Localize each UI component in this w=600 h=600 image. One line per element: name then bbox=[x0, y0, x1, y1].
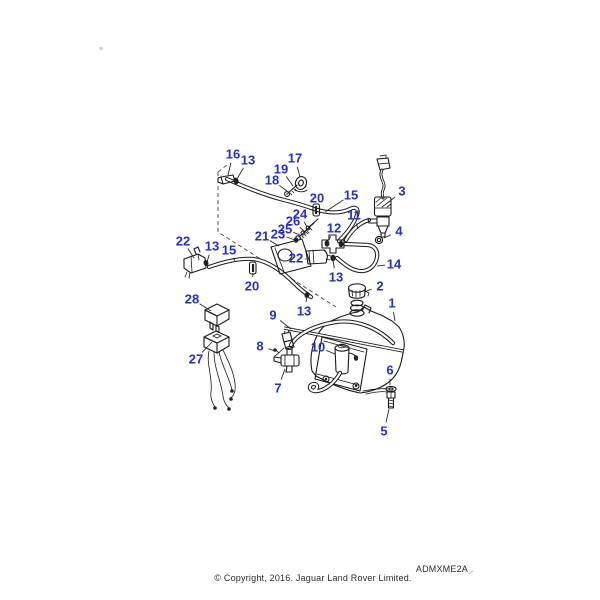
callout-18: 18 bbox=[265, 173, 279, 188]
callout-leader bbox=[206, 254, 210, 263]
valve-assembly bbox=[273, 329, 300, 373]
callout-leader bbox=[388, 196, 396, 203]
callout-leader bbox=[285, 176, 294, 187]
washer-jet-front bbox=[217, 174, 239, 185]
callout-leader bbox=[324, 199, 344, 213]
callout-22: 22 bbox=[176, 234, 190, 249]
callout-leader bbox=[363, 288, 372, 293]
callout-13: 13 bbox=[329, 270, 343, 285]
callout-19: 19 bbox=[274, 162, 288, 177]
washer-and-bolt bbox=[385, 385, 397, 409]
hose-clip-lower bbox=[248, 261, 257, 275]
callout-8: 8 bbox=[256, 339, 263, 354]
callout-20: 20 bbox=[310, 191, 324, 206]
callout-14: 14 bbox=[387, 257, 402, 272]
relay bbox=[204, 303, 230, 333]
callout-leader bbox=[296, 166, 301, 178]
callout-leader bbox=[227, 162, 232, 176]
phantom-panel-outline bbox=[217, 164, 337, 308]
reservoir-pump bbox=[334, 343, 359, 375]
callout-11: 11 bbox=[347, 208, 361, 223]
callout-leader bbox=[232, 257, 236, 262]
relay-socket bbox=[203, 330, 236, 411]
callout-leader bbox=[268, 348, 276, 352]
callout-leader bbox=[299, 226, 305, 232]
filler-cap bbox=[347, 283, 370, 317]
callout-21: 21 bbox=[255, 229, 269, 244]
callout-15: 15 bbox=[344, 188, 358, 203]
callout-leader bbox=[236, 167, 244, 180]
callout-leader bbox=[332, 260, 335, 269]
callout-7: 7 bbox=[274, 381, 281, 396]
jet-bracket bbox=[270, 218, 319, 275]
diagram-code: ADMXME2A bbox=[415, 564, 468, 574]
callout-13: 13 bbox=[297, 304, 311, 319]
callout-22: 22 bbox=[289, 251, 303, 266]
callout-9: 9 bbox=[269, 308, 276, 323]
callout-10: 10 bbox=[311, 340, 325, 355]
callout-leader bbox=[356, 223, 359, 230]
callout-leader bbox=[305, 296, 308, 303]
stray-print-mark bbox=[99, 47, 103, 50]
callout-28: 28 bbox=[185, 292, 199, 307]
callout-leader bbox=[393, 311, 396, 322]
washer-jet-centre bbox=[305, 249, 336, 265]
callout-13: 13 bbox=[241, 153, 255, 168]
washer-jet-left bbox=[183, 246, 310, 298]
callout-leader bbox=[328, 236, 331, 241]
callout-17: 17 bbox=[288, 151, 302, 166]
callout-26: 26 bbox=[286, 214, 300, 229]
callout-20: 20 bbox=[245, 279, 259, 294]
t-connector bbox=[321, 234, 345, 254]
stray-print-mark-2 bbox=[468, 570, 474, 575]
copyright-text: © Copyright, 2016. Jaguar Land Rover Lim… bbox=[214, 573, 412, 583]
hose-clip-upper bbox=[312, 203, 321, 217]
callout-16: 16 bbox=[226, 147, 240, 162]
callout-leader bbox=[385, 408, 390, 423]
callout-13: 13 bbox=[205, 239, 219, 254]
callout-leader bbox=[187, 248, 195, 259]
callout-12: 12 bbox=[327, 221, 341, 236]
callout-1: 1 bbox=[388, 296, 395, 311]
callout-leader bbox=[286, 236, 296, 241]
callout-leader bbox=[303, 221, 308, 228]
callout-leader bbox=[280, 368, 286, 380]
callout-leader bbox=[279, 320, 292, 330]
callout-5: 5 bbox=[380, 424, 387, 439]
callout-15: 15 bbox=[222, 243, 236, 258]
callout-leader bbox=[201, 341, 213, 353]
callout-2: 2 bbox=[376, 279, 383, 294]
callout-leader bbox=[199, 303, 212, 312]
callout-leader bbox=[383, 234, 392, 239]
callout-leader bbox=[376, 264, 386, 267]
callout-6: 6 bbox=[386, 363, 393, 378]
washer-reservoir bbox=[310, 304, 405, 395]
callout-leader bbox=[293, 231, 301, 236]
grommet-and-screw bbox=[284, 176, 308, 197]
callout-27: 27 bbox=[189, 352, 203, 367]
callout-25: 25 bbox=[278, 222, 292, 237]
callout-23: 23 bbox=[271, 227, 285, 242]
callout-4: 4 bbox=[395, 224, 403, 239]
callout-leader bbox=[269, 240, 280, 247]
callout-leader bbox=[278, 184, 288, 192]
callout-3: 3 bbox=[398, 184, 405, 199]
washer-pump bbox=[367, 154, 392, 245]
callout-leader-lines bbox=[187, 162, 396, 423]
callout-leader bbox=[326, 350, 336, 355]
callout-24: 24 bbox=[293, 207, 308, 222]
